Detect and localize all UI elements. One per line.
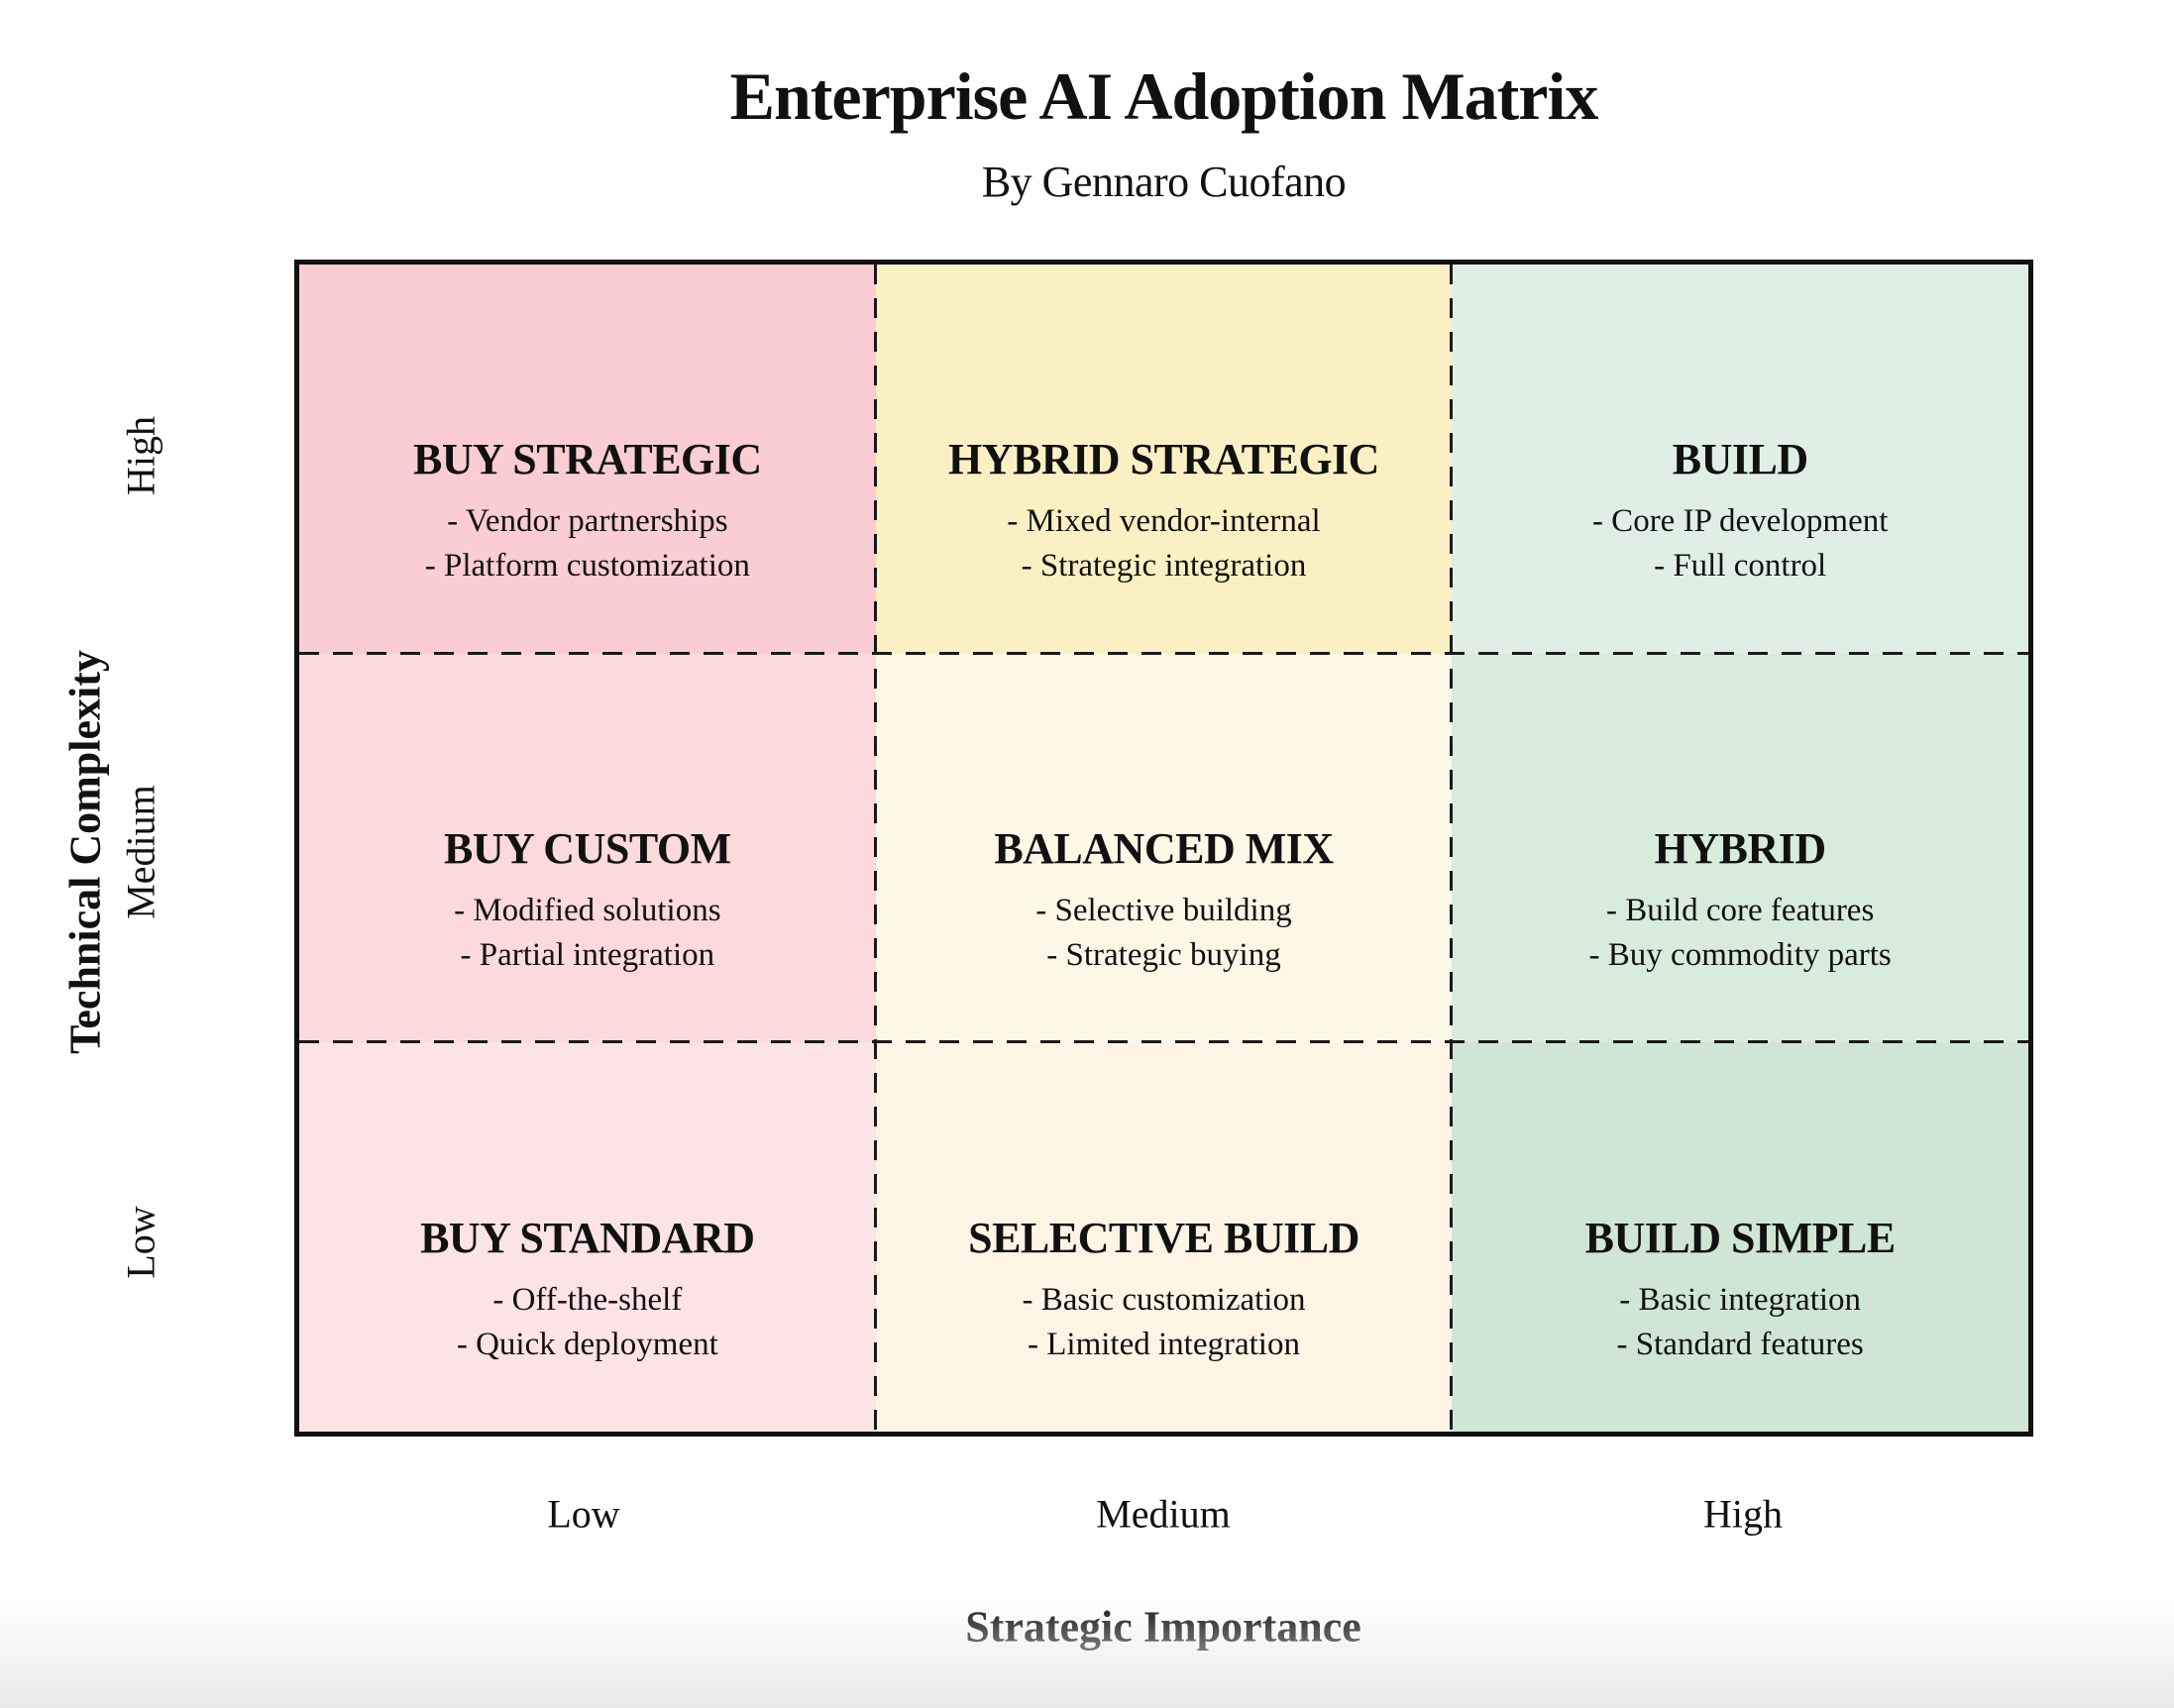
- cell-title: BUILD SIMPLE: [1584, 1213, 1897, 1262]
- cell-title: BUILD: [1672, 435, 1808, 484]
- cell-balanced-mix: BALANCED MIX - Selective building - Stra…: [875, 653, 1453, 1043]
- cell-bullets: - Basic customization - Limited integrat…: [1023, 1278, 1306, 1367]
- cell-bullet: - Standard features: [1616, 1326, 1864, 1362]
- cell-bullets: - Off-the-shelf - Quick deployment: [457, 1278, 718, 1367]
- cell-bullet: - Strategic integration: [1021, 548, 1307, 585]
- cell-bullet: - Build core features: [1606, 892, 1875, 928]
- x-tick-medium: Medium: [1096, 1491, 1231, 1537]
- cell-bullets: - Modified solutions - Partial integrati…: [454, 889, 721, 978]
- cell-title: HYBRID STRATEGIC: [948, 435, 1379, 484]
- cell-bullets: - Build core features - Buy commodity pa…: [1589, 889, 1892, 978]
- cell-bullet: - Core IP development: [1591, 503, 1889, 540]
- cell-build: BUILD - Core IP development - Full contr…: [1452, 265, 2028, 654]
- cell-bullets: - Selective building - Strategic buying: [1035, 889, 1291, 978]
- y-axis-label: Technical Complexity: [60, 650, 110, 1054]
- cell-selective-build: SELECTIVE BUILD - Basic customization - …: [875, 1042, 1453, 1432]
- cell-buy-custom: BUY CUSTOM - Modified solutions - Partia…: [299, 653, 876, 1043]
- cell-title: SELECTIVE BUILD: [968, 1213, 1359, 1262]
- grid-divider-horizontal-2: [299, 1040, 2028, 1044]
- grid-divider-horizontal-1: [299, 651, 2028, 655]
- cell-bullet: - Basic integration: [1619, 1281, 1862, 1318]
- page-title: Enterprise AI Adoption Matrix: [729, 58, 1599, 134]
- x-axis-label: Strategic Importance: [965, 1602, 1361, 1652]
- cell-bullet: - Mixed vendor-internal: [1007, 503, 1321, 540]
- cell-bullet: - Vendor partnerships: [447, 503, 728, 540]
- cell-content: BALANCED MIX - Selective building - Stra…: [994, 821, 1334, 978]
- cell-bullet: - Quick deployment: [456, 1326, 718, 1362]
- cell-content: BUILD SIMPLE - Basic integration - Stand…: [1584, 1211, 1897, 1367]
- cell-build-simple: BUILD SIMPLE - Basic integration - Stand…: [1452, 1042, 2028, 1432]
- cell-bullets: - Basic integration - Standard features: [1617, 1278, 1864, 1367]
- cell-title: BUY STANDARD: [420, 1213, 755, 1262]
- cell-buy-standard: BUY STANDARD - Off-the-shelf - Quick dep…: [299, 1042, 876, 1432]
- cell-bullet: - Partial integration: [460, 936, 715, 973]
- cell-bullet: - Basic customization: [1022, 1281, 1306, 1318]
- cell-title: BUY STRATEGIC: [412, 435, 762, 484]
- cell-bullet: - Buy commodity parts: [1588, 936, 1892, 973]
- x-tick-high: High: [1703, 1491, 1783, 1537]
- cell-bullet: - Selective building: [1035, 892, 1292, 928]
- page-subtitle: By Gennaro Cuofano: [981, 158, 1347, 206]
- y-tick-medium: Medium: [118, 785, 163, 919]
- cell-content: BUILD - Core IP development - Full contr…: [1592, 432, 1888, 588]
- cell-content: HYBRID STRATEGIC - Mixed vendor-internal…: [948, 432, 1379, 588]
- cell-bullet: - Platform customization: [424, 548, 750, 585]
- cell-bullet: - Strategic buying: [1046, 936, 1281, 973]
- cell-title: BALANCED MIX: [994, 823, 1334, 873]
- cell-title: BUY CUSTOM: [444, 823, 731, 873]
- cell-content: BUY CUSTOM - Modified solutions - Partia…: [444, 821, 731, 978]
- x-tick-low: Low: [547, 1491, 620, 1537]
- grid-divider-vertical-1: [873, 265, 877, 1432]
- cell-bullet: - Off-the-shelf: [492, 1281, 683, 1318]
- cell-content: HYBRID - Build core features - Buy commo…: [1589, 821, 1892, 978]
- cell-bullets: - Vendor partnerships - Platform customi…: [425, 499, 750, 588]
- cell-content: BUY STRATEGIC - Vendor partnerships - Pl…: [413, 432, 762, 588]
- cell-bullet: - Modified solutions: [454, 892, 721, 928]
- cell-hybrid-strategic: HYBRID STRATEGIC - Mixed vendor-internal…: [875, 265, 1453, 654]
- cell-content: SELECTIVE BUILD - Basic customization - …: [968, 1211, 1359, 1367]
- cell-content: BUY STANDARD - Off-the-shelf - Quick dep…: [420, 1211, 755, 1367]
- y-tick-low: Low: [118, 1206, 163, 1279]
- cell-bullet: - Limited integration: [1028, 1326, 1300, 1362]
- y-tick-high: High: [118, 416, 163, 495]
- cell-hybrid: HYBRID - Build core features - Buy commo…: [1452, 653, 2028, 1043]
- grid-divider-vertical-2: [1450, 265, 1454, 1432]
- adoption-matrix-grid: BUY STRATEGIC - Vendor partnerships - Pl…: [294, 260, 2033, 1437]
- cell-bullets: - Core IP development - Full control: [1592, 499, 1888, 588]
- cell-buy-strategic: BUY STRATEGIC - Vendor partnerships - Pl…: [299, 265, 876, 654]
- cell-bullet: - Full control: [1654, 548, 1827, 585]
- cell-bullets: - Mixed vendor-internal - Strategic inte…: [1007, 499, 1320, 588]
- cell-title: HYBRID: [1654, 823, 1827, 873]
